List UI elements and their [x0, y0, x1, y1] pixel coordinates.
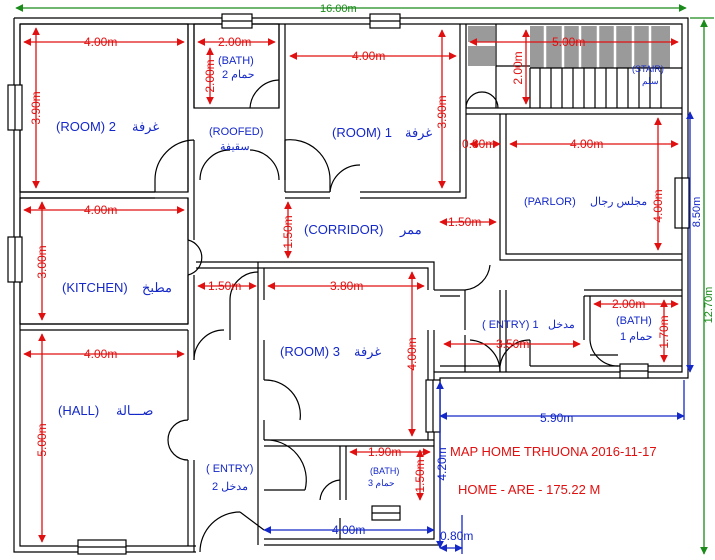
dimension-labels: 16.00m 12.70m 8.50m 4.00m 3.90m 2.00m 2.…	[29, 3, 715, 543]
windows	[7, 13, 690, 555]
stairs	[468, 26, 682, 108]
room3-label-ar: غرفة	[354, 344, 381, 360]
bath3-label-ar: حمام 3	[368, 478, 395, 489]
roofed-label-ar: سقيفة	[220, 141, 250, 153]
bath1-label-en: (BATH)	[616, 315, 652, 327]
dim-right-lower-width: 5.90m	[540, 411, 573, 425]
dim-kitchen-height: 3.00m	[35, 245, 49, 278]
dim-room3-width: 3.80m	[330, 279, 363, 293]
entry2-label-en: ( ENTRY)	[206, 463, 253, 475]
dim-bottom-080: 0.80m	[440, 529, 473, 543]
dim-total-height: 12.70m	[703, 287, 715, 324]
dimension-lines	[15, 4, 714, 555]
corridor-label-en: (CORRIDOR)	[304, 222, 383, 237]
room2-label-en: (ROOM) 2	[56, 119, 116, 134]
room1-label-ar: غرفة	[405, 125, 432, 141]
dim-bath1-width: 2.00m	[612, 297, 645, 311]
dim-parlor-height: 4.00m	[651, 189, 665, 222]
dim-stair-width: 5.00m	[552, 35, 585, 49]
dim-bath3-width: 1.90m	[368, 445, 401, 459]
dim-kitchen-gap: 1.50m	[208, 279, 241, 293]
kitchen-label-en: (KITCHEN)	[62, 280, 128, 295]
room-labels: (ROOM) 2 غرفة (BATH) حمام 2 (ROOFED) سقي…	[56, 55, 664, 493]
title-line1: MAP HOME TRHUONA 2016-11-17	[450, 444, 657, 459]
entry1-label-ar: مدخل	[548, 319, 575, 331]
bath-top-label-ar: حمام 2	[222, 69, 255, 81]
bath3-label-en: (BATH)	[370, 466, 399, 476]
dim-right-height: 8.50m	[691, 197, 703, 228]
hall-label-en: (HALL)	[58, 403, 99, 418]
dim-corridor-vertical: 1.50m	[281, 215, 295, 248]
dim-bath3-height: 1.50m	[413, 459, 427, 492]
doors	[154, 79, 619, 553]
dim-hall-width: 4.00m	[84, 347, 117, 361]
roofed-label-en: (ROOFED)	[209, 126, 263, 138]
corridor-label-ar: ممر	[399, 222, 422, 238]
bath1-label-ar: حمام 1	[620, 331, 653, 343]
dim-kitchen-width: 4.00m	[84, 203, 117, 217]
dim-gap-080: 0.80m	[462, 137, 495, 151]
dim-lower-height: 4.20m	[435, 447, 449, 480]
dim-room3-height: 4.00m	[405, 337, 419, 370]
kitchen-label-ar: مطبخ	[142, 280, 172, 296]
room3-label-en: (ROOM) 3	[280, 344, 340, 359]
hall-label-ar: صـــالة	[116, 403, 153, 418]
dim-bath-top-height: 2.00m	[203, 59, 217, 92]
bath-top-label-en: (BATH)	[218, 55, 254, 67]
dim-entry1-width: 3.50m	[496, 337, 529, 351]
dim-room1-height: 3.90m	[435, 95, 449, 128]
entry2-label-ar: مدخل 2	[212, 481, 248, 493]
room1-label-en: (ROOM) 1	[332, 125, 392, 140]
dim-bottom-width: 4.00m	[332, 523, 365, 537]
dim-stair-height: 2.00m	[511, 51, 525, 84]
parlor-label-ar: مجلس رجال	[590, 196, 647, 208]
dim-room2-height: 3.90m	[29, 91, 43, 124]
dim-room2-width: 4.00m	[84, 35, 117, 49]
dim-total-width: 16.00m	[320, 3, 357, 15]
parlor-label-en: (PARLOR)	[524, 196, 576, 208]
plan-title: MAP HOME TRHUONA 2016-11-17 HOME - ARE -…	[450, 444, 657, 497]
room2-label-ar: غرفة	[132, 119, 159, 135]
title-line2: HOME - ARE - 175.22 M	[458, 482, 600, 497]
dim-bath1-height: 1.70m	[657, 315, 671, 348]
dim-room1-width: 4.00m	[352, 49, 385, 63]
entry1-label-en: ( ENTRY) 1	[482, 319, 539, 331]
dim-hall-height: 5.00m	[35, 423, 49, 456]
dim-parlor-width: 4.00m	[570, 137, 603, 151]
dim-corridor-horizontal: 1.50m	[448, 215, 481, 229]
stair-label-ar: سلم	[642, 76, 659, 87]
stair-label-en: (STAIR)	[632, 64, 664, 74]
dim-bath-top-width: 2.00m	[218, 35, 251, 49]
